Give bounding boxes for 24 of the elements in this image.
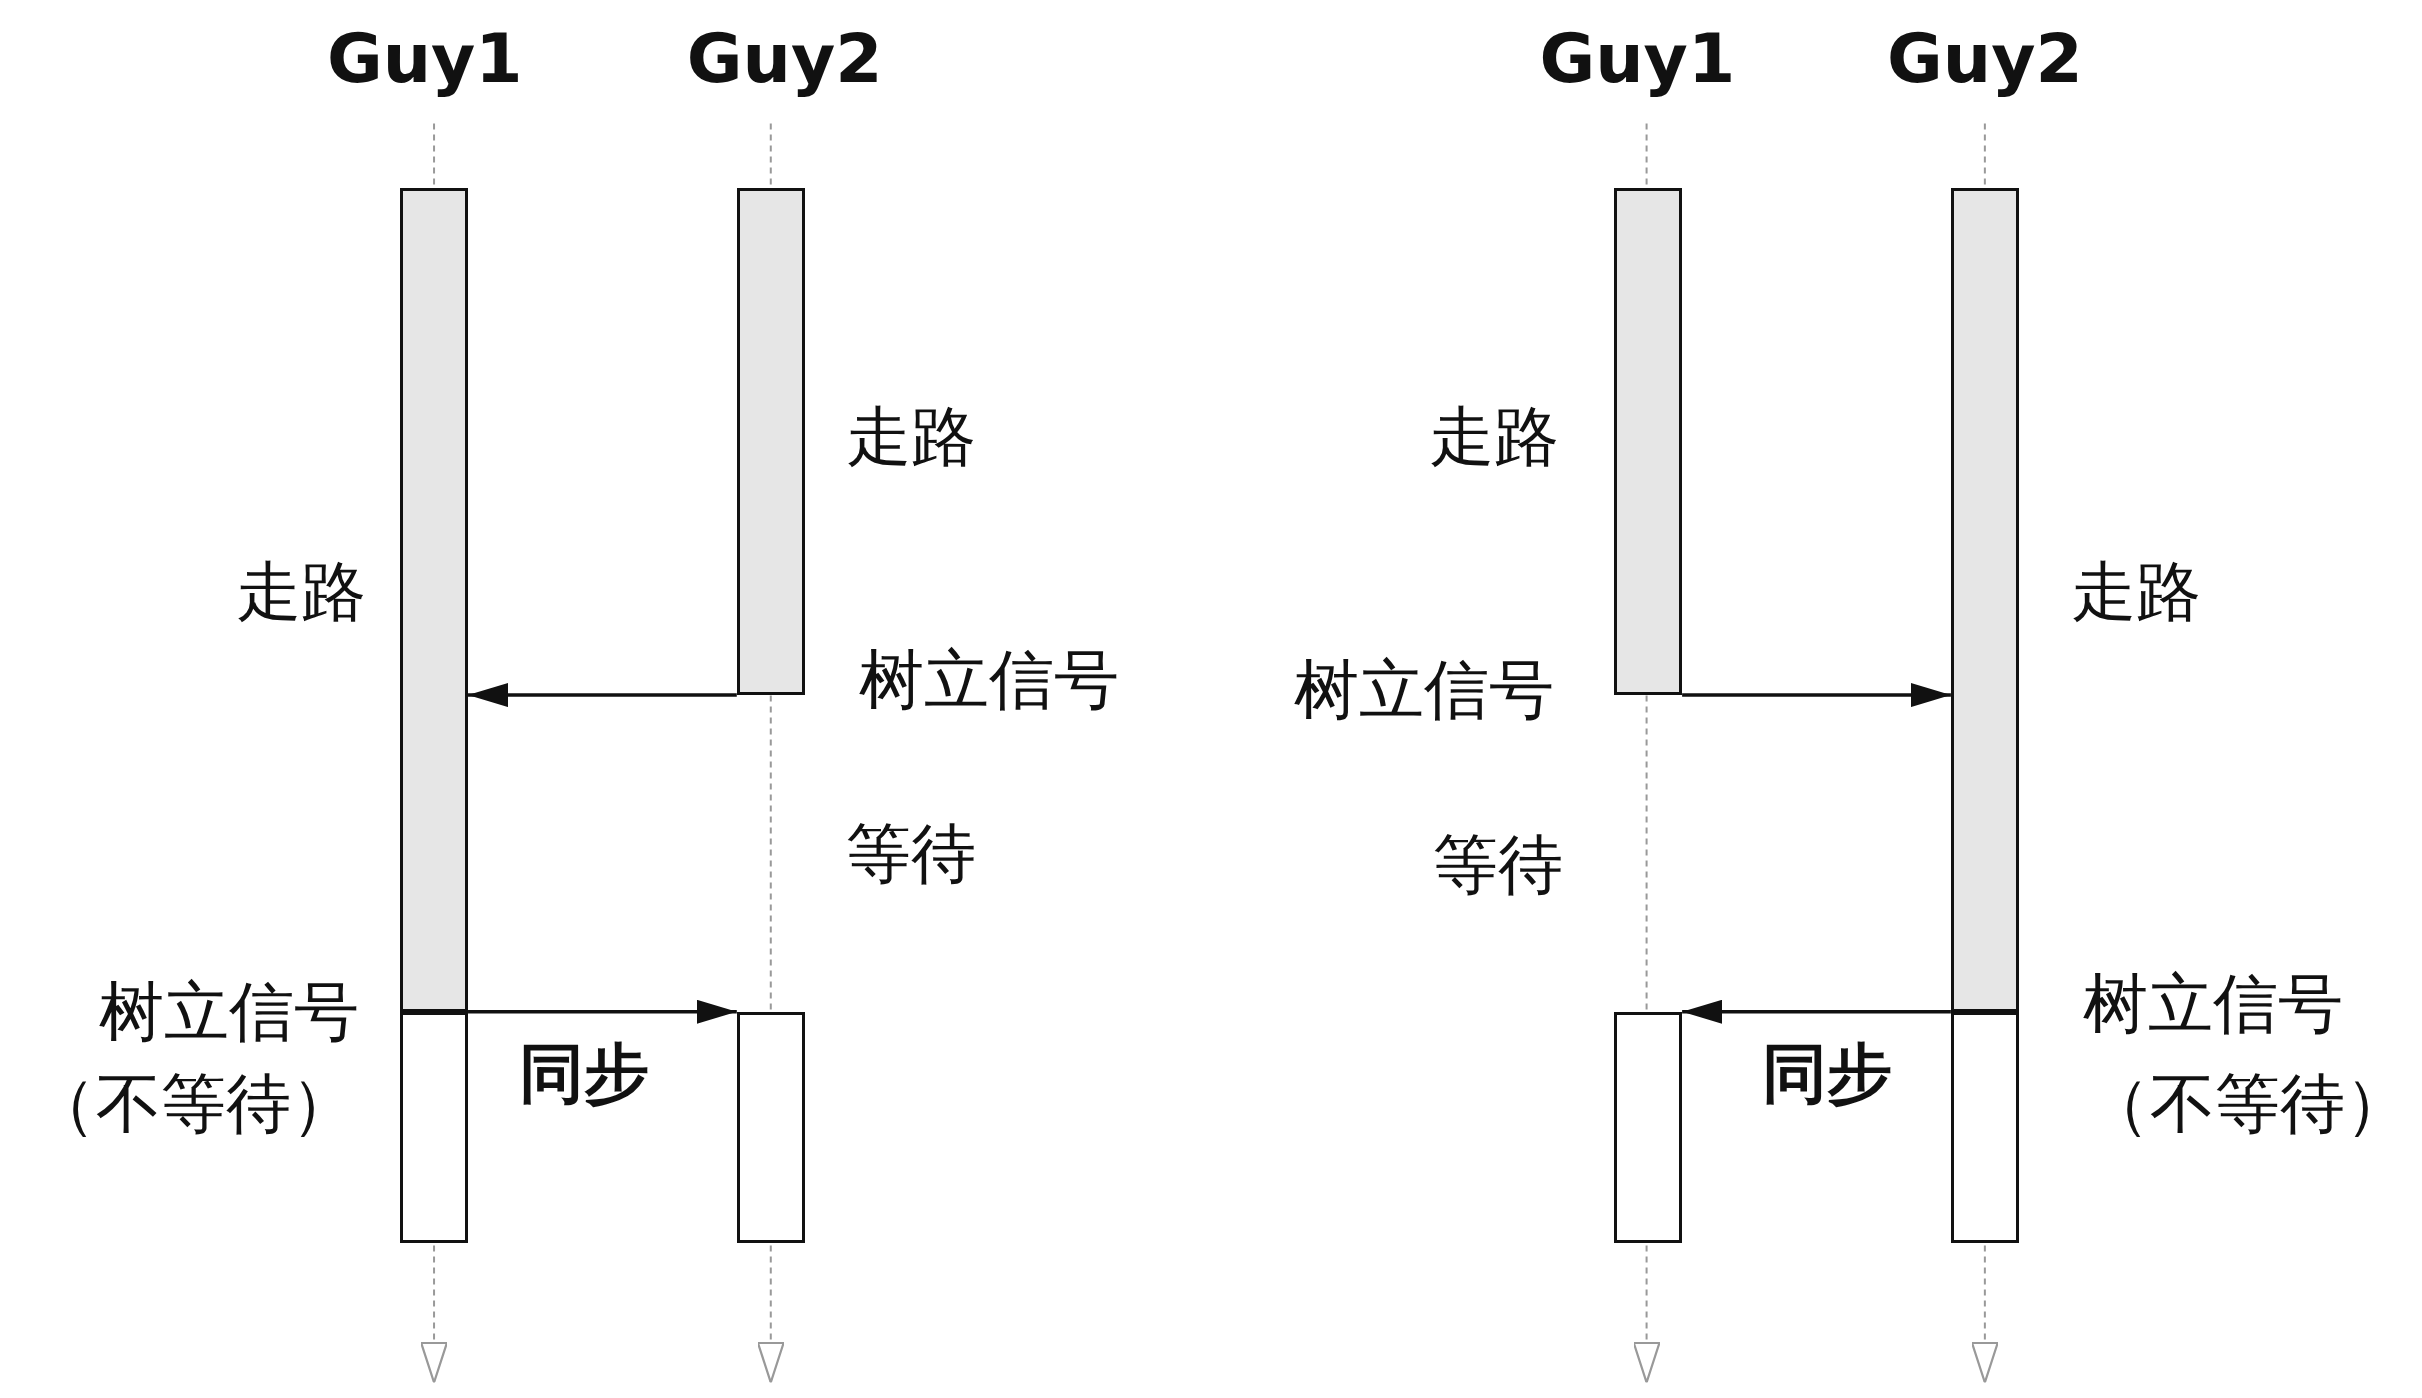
annotation-text: 走路: [2071, 559, 2202, 625]
annotation-text: （不等待）: [30, 1071, 356, 1137]
activation-bar: [1950, 1011, 2019, 1244]
activation-bar: [736, 188, 805, 696]
annotation-text: 树立信号: [858, 647, 1119, 713]
annotation-text: 树立信号: [2083, 971, 2344, 1037]
activation-bar: [1950, 188, 2019, 1012]
arrow: [468, 999, 737, 1024]
annotation-text: （不等待）: [2084, 1071, 2410, 1137]
annotation-text: 走路: [1428, 404, 1559, 470]
annotation-text: 等待: [846, 821, 977, 887]
annotation-text: 等待: [1433, 832, 1564, 898]
arrow: [1682, 683, 1951, 708]
arrow: [468, 683, 737, 708]
annotation-text: 走路: [846, 404, 977, 470]
arrow: [1682, 999, 1951, 1024]
activation-bar: [1614, 1011, 1683, 1244]
activation-bar: [1614, 188, 1683, 696]
activation-bar: [400, 1011, 468, 1244]
annotation-text: 树立信号: [1294, 658, 1555, 723]
annotation-text: 树立信号: [98, 979, 359, 1045]
activation-bar: [400, 188, 468, 1012]
annotation-text: 走路: [236, 559, 367, 625]
activation-bar: [736, 1011, 805, 1244]
